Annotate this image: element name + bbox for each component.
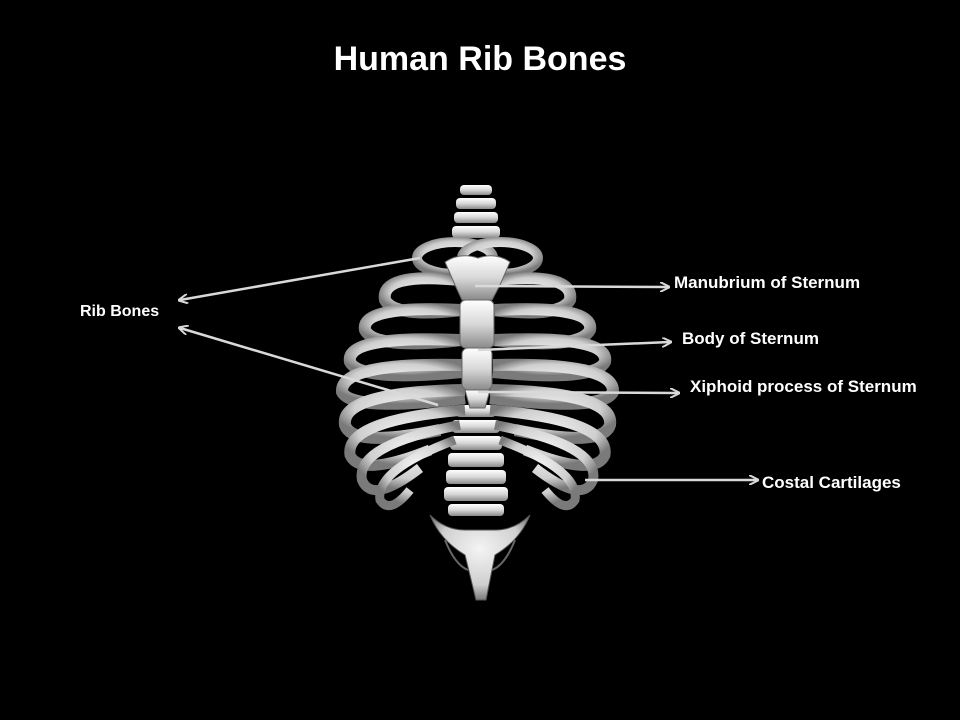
ribs-left bbox=[336, 237, 498, 511]
arrow-body bbox=[477, 342, 670, 352]
arrow-manubrium bbox=[474, 286, 668, 287]
sternum bbox=[444, 255, 511, 409]
annotation-arrows bbox=[180, 256, 757, 480]
label-rib-bones: Rib Bones bbox=[80, 303, 160, 320]
pelvis bbox=[429, 514, 531, 601]
slide-title: Human Rib Bones bbox=[333, 40, 627, 78]
label-costal-cartilages: Costal Cartilages bbox=[762, 473, 901, 492]
arrow-xiphoid bbox=[477, 392, 678, 393]
arrow-rib-lower bbox=[180, 328, 439, 407]
arrow-rib-upper bbox=[180, 256, 421, 300]
label-body-of-sternum: Body of Sternum bbox=[682, 329, 819, 348]
spine bbox=[444, 185, 508, 516]
label-xiphoid-process: Xiphoid process of Sternum bbox=[690, 377, 917, 396]
label-manubrium: Manubrium of Sternum bbox=[674, 273, 861, 292]
